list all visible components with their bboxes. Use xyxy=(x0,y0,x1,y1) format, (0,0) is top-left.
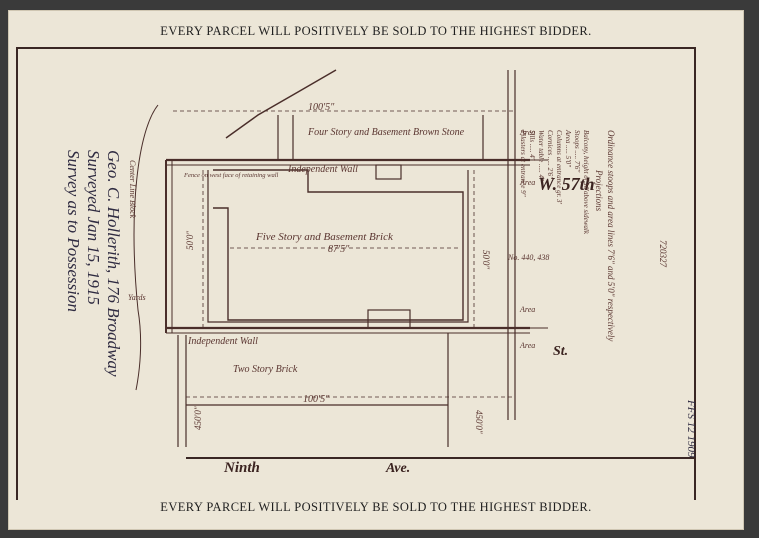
projection-row: Sills ..... 4" xyxy=(528,130,536,161)
fence-note: Fence on west face of retaining wall xyxy=(183,172,279,179)
handwritten-line: Survey as to Possession xyxy=(64,150,83,312)
lot-code: 720327 xyxy=(658,240,668,268)
avenue-label: Ninth xyxy=(223,460,260,476)
area-label: Area xyxy=(519,178,535,187)
wall-bottom-label: Independent Wall xyxy=(187,336,258,347)
area-label: Area xyxy=(519,341,535,350)
dim-right: 50'0" xyxy=(481,250,491,269)
projections-title: Projections xyxy=(594,169,604,212)
projection-row: Water table ..... 4" xyxy=(537,130,545,181)
area-label: Area xyxy=(519,305,535,314)
dim-middle: 87'5" xyxy=(328,244,350,255)
projection-row: Columns at entrance gr. 3' xyxy=(555,130,563,205)
projection-row: Balcony, height of 10'above sidewalk xyxy=(582,130,590,235)
dim-left: 50'0" xyxy=(185,231,195,250)
building-top-label: Four Story and Basement Brown Stone xyxy=(307,127,465,138)
dim-left-low: 450'0" xyxy=(193,406,203,430)
building-main-label: Five Story and Basement Brick xyxy=(255,231,394,243)
survey-drawing: 100'5" 100'5" 87'5" 50'0" 50'0" 450'0" 4… xyxy=(64,69,697,476)
projection-row: Area ..... 5'0" xyxy=(564,129,572,167)
dim-top: 100'5" xyxy=(308,102,335,113)
survey-sheet: EVERY PARCEL WILL POSITIVELY BE SOLD TO … xyxy=(8,10,744,530)
street-north: W. 57th xyxy=(538,174,595,194)
map-ref: FFS 12 1909 xyxy=(685,399,697,458)
handwritten-note: Survey as to Possession Surveyed Jan 15,… xyxy=(64,150,123,377)
dim-right-low: 450'0" xyxy=(474,410,484,434)
ordinance-title: Ordinance stoops and area lines 7'6" and… xyxy=(606,130,616,341)
footer-banner: EVERY PARCEL WILL POSITIVELY BE SOLD TO … xyxy=(160,500,592,514)
plan-frame xyxy=(16,47,696,500)
area-label: Area xyxy=(519,128,535,137)
yards-note: Yards xyxy=(128,293,146,302)
street-suffix: St. xyxy=(553,344,568,359)
avenue-suffix: Ave. xyxy=(385,461,410,476)
lot-number: No. 440, 438 xyxy=(507,253,549,262)
plan-frame-bottom xyxy=(186,457,694,459)
building-bottom-label: Two Story Brick xyxy=(233,364,298,375)
ordinance-notes: Ordinance stoops and area lines 7'6" and… xyxy=(519,129,616,341)
dim-bottom: 100'5" xyxy=(303,394,330,405)
line-label: Center Line Block xyxy=(128,160,137,219)
handwritten-line: Surveyed Jan 15, 1915 xyxy=(84,150,103,305)
header-banner: EVERY PARCEL WILL POSITIVELY BE SOLD TO … xyxy=(160,24,592,38)
handwritten-line: Geo. C. Hollerith, 176 Broadway xyxy=(104,150,123,377)
projection-row: Stoops ..... 7'6" xyxy=(573,130,581,172)
wall-top-label: Independent Wall xyxy=(287,164,358,175)
projection-row: Cornices ..... 2'6" xyxy=(546,130,554,179)
projection-row: Pilasters at entrance 9" xyxy=(519,129,527,197)
